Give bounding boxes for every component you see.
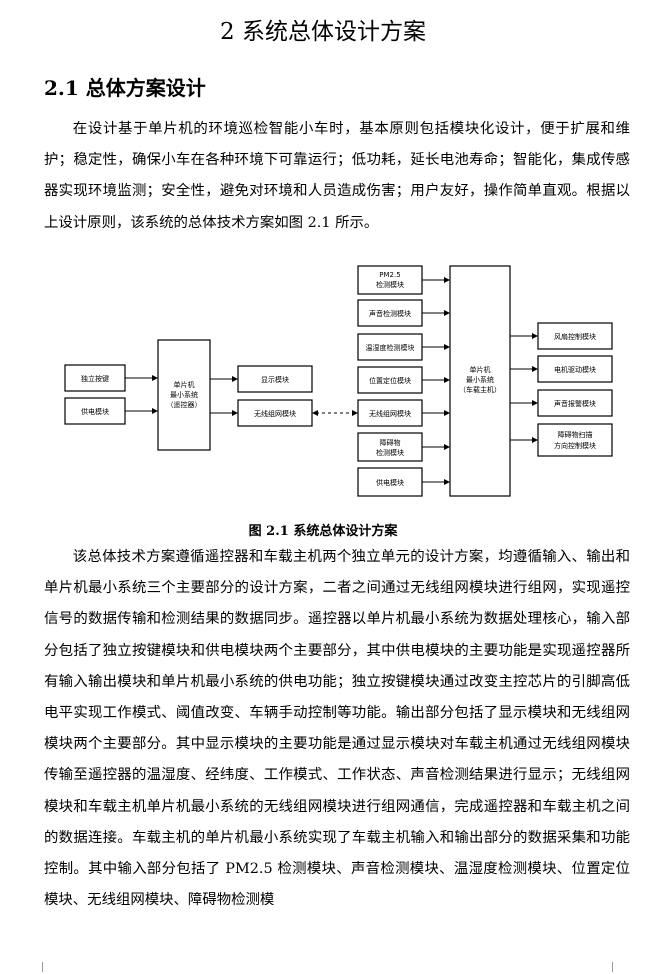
- block-scan: [537, 423, 613, 457]
- label-key: 独立按键: [81, 374, 109, 383]
- label-scan-2: 方向控制模块: [554, 441, 596, 450]
- label-mcu-right-3: （车载主机）: [459, 385, 501, 394]
- label-fan: 风扇控制模块: [554, 332, 596, 341]
- block-mcu-right: [449, 265, 511, 497]
- block-display: [237, 365, 313, 393]
- label-mcu-left-2: 最小系统: [170, 390, 198, 399]
- label-display: 显示模块: [261, 375, 289, 384]
- label-position: 位置定位模块: [369, 376, 411, 385]
- label-wireless-right: 无线组网模块: [369, 409, 411, 418]
- label-mcu-right-1: 单片机: [470, 365, 491, 374]
- block-position: [357, 366, 423, 394]
- figure-caption: 图 2.1 系统总体设计方案: [248, 524, 398, 539]
- page-corner-mark-right: [612, 962, 623, 972]
- label-power-left: 供电模块: [81, 407, 109, 416]
- block-mcu-left: [157, 339, 211, 451]
- label-sound: 声音检测模块: [369, 309, 411, 318]
- label-pm25-2: 检测模块: [376, 280, 404, 289]
- label-pm25-1: PM2.5: [379, 271, 400, 279]
- block-sound: [357, 299, 423, 327]
- block-power-right: [357, 467, 423, 497]
- block-wireless-left: [237, 399, 313, 427]
- label-wireless-left: 无线组网模块: [254, 409, 296, 418]
- label-motor: 电机驱动模块: [554, 365, 596, 374]
- label-power-right: 供电模块: [376, 478, 404, 487]
- block-pm25: [357, 265, 423, 295]
- label-mcu-left-1: 单片机: [174, 380, 195, 389]
- label-obstacle-2: 检测模块: [376, 448, 404, 457]
- block-alarm: [537, 389, 613, 417]
- label-mcu-left-3: （遥控器）: [167, 400, 202, 409]
- block-temp: [357, 333, 423, 361]
- chapter-title: 2 系统总体设计方案: [220, 19, 426, 45]
- section-title: 2.1 总体方案设计: [44, 76, 206, 100]
- block-key: [64, 364, 126, 392]
- page-corner-mark-left: [32, 962, 43, 972]
- label-scan-1: 障碍物扫描: [558, 430, 593, 439]
- block-power-left: [64, 397, 126, 425]
- system-block-diagram: 独立按键 供电模块 单片机 最小系统 （遥控器） 显示模块 无线组网模块 PM2…: [60, 260, 620, 500]
- intro-paragraph: 在设计基于单片机的环境巡检智能小车时，基本原则包括模块化设计，便于扩展和维护；稳…: [44, 121, 630, 231]
- label-mcu-right-2: 最小系统: [466, 375, 494, 384]
- block-fan: [537, 322, 613, 350]
- label-obstacle-1: 障碍物: [380, 438, 401, 447]
- label-alarm: 声音报警模块: [554, 399, 596, 408]
- block-motor: [537, 355, 613, 383]
- body-paragraph: 该总体技术方案遵循遥控器和车载主机两个独立单元的设计方案，均遵循输入、输出和单片…: [44, 549, 630, 909]
- label-temp: 温湿度检测模块: [366, 343, 415, 352]
